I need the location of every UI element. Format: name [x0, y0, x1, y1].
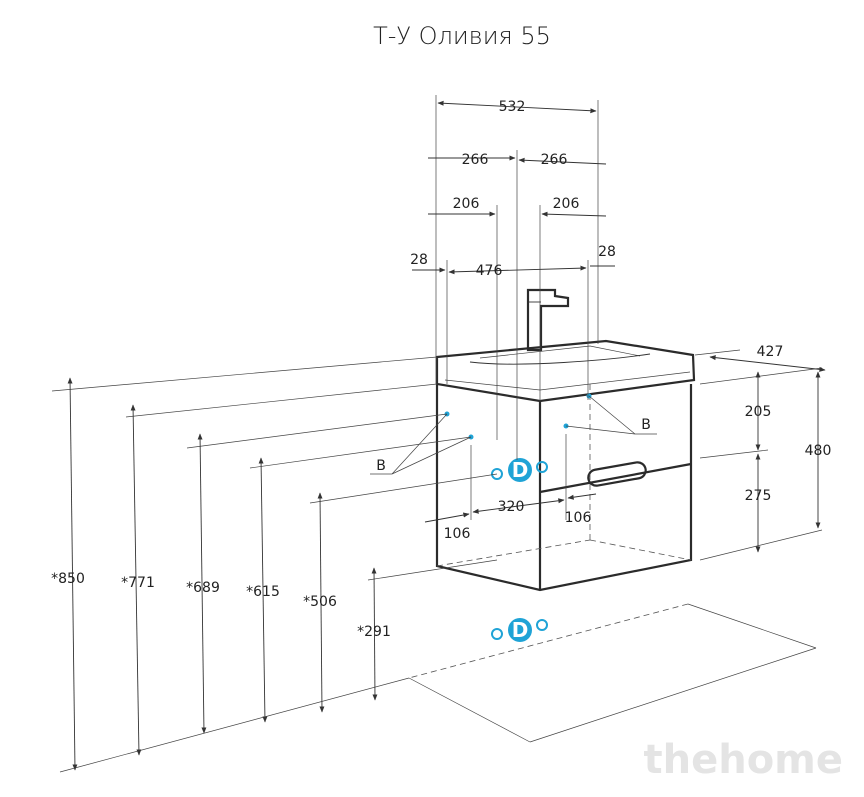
dim-106-right: 106	[565, 510, 592, 526]
dim-427: 427	[757, 344, 784, 360]
connections-lower: D	[491, 618, 548, 642]
floor-plane	[408, 603, 817, 743]
dim-206-right: 206	[553, 196, 580, 212]
watermark: thehome	[644, 737, 844, 783]
top-dimensions: 532 266 266 206 206 28 476 28	[410, 95, 616, 460]
dim-205: 205	[745, 404, 772, 420]
vanity-cabinet	[435, 288, 696, 592]
dim-275: 275	[745, 488, 772, 504]
dim-28-left: 28	[410, 252, 428, 268]
dim-291: *291	[357, 624, 391, 640]
drain-glyph-upper: D	[512, 458, 529, 482]
dim-206-left: 206	[453, 196, 480, 212]
dim-532: 532	[499, 99, 526, 115]
dim-266-right: 266	[541, 152, 568, 168]
drawing-title: Т-У Оливия 55	[373, 22, 551, 50]
dim-771: *771	[121, 575, 155, 591]
dim-850: *850	[51, 571, 85, 587]
drain-glyph-lower: D	[512, 618, 529, 642]
dim-689: *689	[186, 580, 220, 596]
dim-266-left: 266	[462, 152, 489, 168]
dim-506: *506	[303, 594, 337, 610]
connections-upper: D	[491, 458, 548, 482]
mount-label-left: B	[376, 458, 386, 474]
dim-615: *615	[246, 584, 280, 600]
dim-106-left: 106	[444, 526, 471, 542]
dim-320: 320	[498, 499, 525, 515]
dim-480: 480	[805, 443, 832, 459]
lower-dimensions: 106 320 106	[424, 434, 597, 542]
dim-28-right: 28	[598, 244, 616, 260]
right-dimensions: 427 205 275 480	[694, 344, 832, 561]
left-height-dimensions: *850 *771 *689 *615 *506 *291	[51, 356, 498, 773]
dim-476: 476	[476, 263, 503, 279]
mount-label-right: B	[641, 417, 651, 433]
